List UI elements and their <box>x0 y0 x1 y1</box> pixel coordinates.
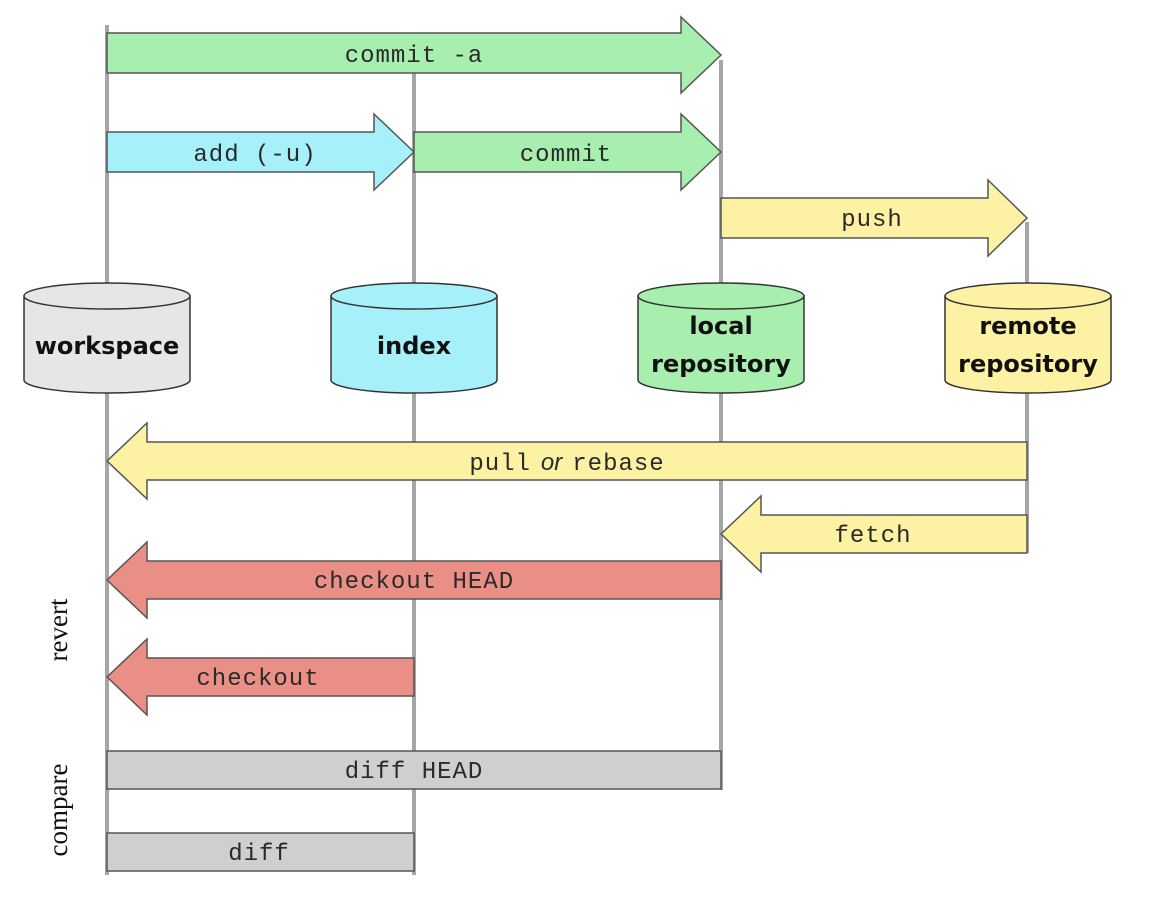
add-arrow: add (-u) <box>106 112 416 192</box>
diff-bar: diff <box>106 832 415 872</box>
local-repository-store: local repository <box>637 282 805 394</box>
commit-all-label: commit -a <box>345 43 484 70</box>
add-label: add (-u) <box>193 142 316 169</box>
remote-repository-store: remote repository <box>944 282 1112 394</box>
commit-all-arrow-shape <box>106 15 723 95</box>
remote-repository-label-line1: remote <box>979 312 1076 340</box>
commit-arrow: commit <box>413 112 723 192</box>
index-cylinder-body <box>330 295 498 394</box>
pull-label: pull <box>469 451 531 478</box>
commit-all-arrow: commit -a <box>106 15 723 95</box>
fetch-arrow-shape <box>719 494 1028 574</box>
pull-or-rebase-arrow: pull or rebase <box>105 421 1028 501</box>
checkout-head-arrow: checkout HEAD <box>105 540 722 620</box>
diff-bar-shape <box>106 832 415 872</box>
fetch-label: fetch <box>834 523 911 550</box>
checkout-label: checkout <box>196 666 319 693</box>
workspace-store: workspace <box>23 282 191 394</box>
index-cylinder-top <box>330 282 498 310</box>
remote-repository-label-line2: repository <box>958 350 1098 378</box>
push-arrow-shape <box>720 178 1029 258</box>
or-label: or <box>541 449 563 476</box>
diff-head-bar-shape <box>106 750 722 790</box>
commit-label: commit <box>520 142 612 169</box>
checkout-head-arrow-shape <box>105 540 722 620</box>
remote-repository-cylinder-body <box>944 295 1112 394</box>
checkout-arrow-shape <box>105 637 415 717</box>
checkout-head-label: checkout HEAD <box>314 569 514 596</box>
workspace-label: workspace <box>35 332 180 360</box>
local-repository-label-line1: local <box>689 312 752 340</box>
checkout-arrow: checkout <box>105 637 415 717</box>
commit-arrow-shape <box>413 112 723 192</box>
index-store: index <box>330 282 498 394</box>
push-arrow: push <box>720 178 1029 258</box>
local-repository-cylinder-top <box>637 282 805 310</box>
workspace-cylinder-body <box>23 295 191 394</box>
local-repository-label-line2: repository <box>651 350 791 378</box>
pull-or-rebase-label: pull or rebase <box>469 449 664 478</box>
rebase-label: rebase <box>572 451 664 478</box>
compare-side-label: compare <box>43 764 73 857</box>
workspace-cylinder-top <box>23 282 191 310</box>
remote-repository-cylinder-top <box>944 282 1112 310</box>
index-label: index <box>377 332 452 360</box>
local-repository-cylinder-body <box>637 295 805 394</box>
pull-or-rebase-arrow-shape <box>105 421 1028 501</box>
add-arrow-shape <box>106 112 416 192</box>
fetch-arrow: fetch <box>719 494 1028 574</box>
diff-label: diff <box>228 841 290 868</box>
diff-head-label: diff HEAD <box>345 759 484 786</box>
diff-head-bar: diff HEAD <box>106 750 722 790</box>
revert-side-label: revert <box>43 598 73 661</box>
push-label: push <box>841 207 903 234</box>
